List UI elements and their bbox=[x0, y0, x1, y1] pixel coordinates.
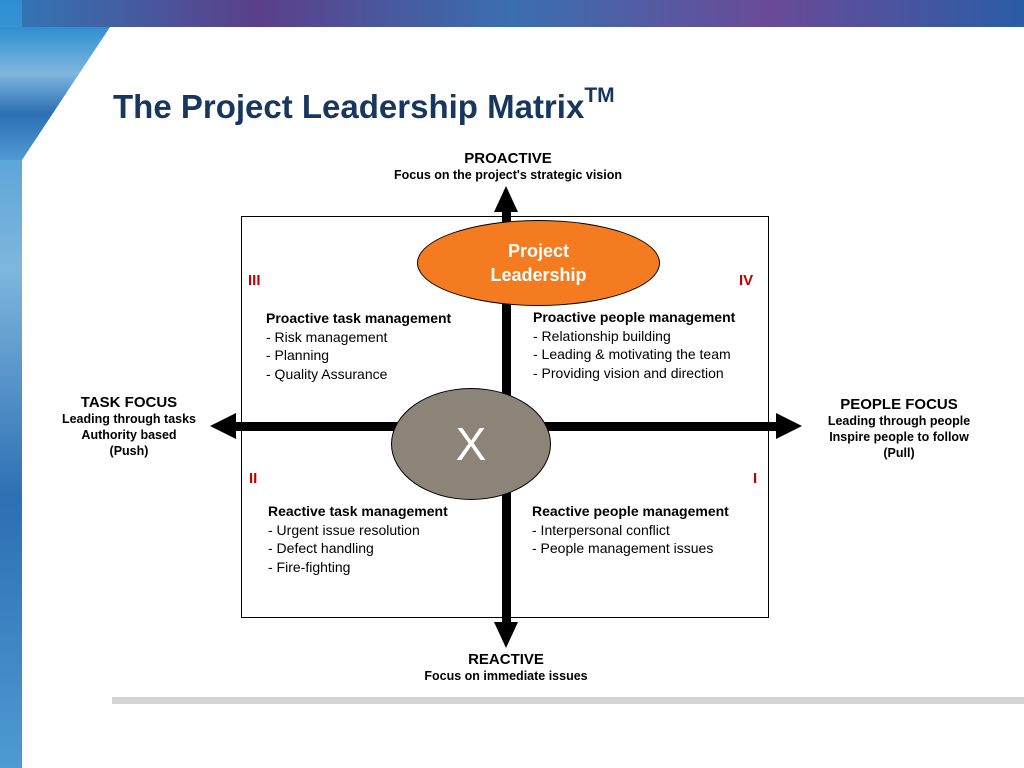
quadrant-numeral-iii: III bbox=[248, 272, 261, 289]
axis-reactive-head: REACTIVE bbox=[468, 651, 544, 668]
axis-proactive-head: PROACTIVE bbox=[464, 150, 552, 167]
quadrant-title: Proactive people management bbox=[533, 309, 736, 325]
quadrant-title: Reactive task management bbox=[268, 503, 448, 519]
axis-task-head: TASK FOCUS bbox=[80, 394, 178, 411]
slide-title: The Project Leadership MatrixTM bbox=[113, 84, 615, 126]
axis-label-proactive: PROACTIVE Focus on the project's strateg… bbox=[378, 150, 638, 183]
axis-task-sub-line: Authority based bbox=[81, 428, 177, 442]
quadrant-item: - Quality Assurance bbox=[266, 365, 388, 382]
arrow-right-head bbox=[776, 413, 802, 439]
quadrant-proactive-task: Proactive task management - Risk managem… bbox=[266, 309, 451, 383]
center-x-label: X bbox=[455, 418, 487, 470]
quadrant-proactive-people: Proactive people management - Relationsh… bbox=[533, 308, 735, 382]
quadrant-title: Reactive people management bbox=[532, 503, 729, 519]
axis-people-sub-line: Inspire people to follow bbox=[829, 430, 969, 444]
quadrant-item: - Interpersonal conflict bbox=[532, 521, 670, 538]
center-x-ellipse: X bbox=[391, 388, 551, 500]
axis-reactive-sub: Focus on immediate issues bbox=[424, 669, 588, 683]
quadrant-numeral-ii: II bbox=[249, 470, 258, 487]
axis-people-head: PEOPLE FOCUS bbox=[840, 396, 958, 413]
axis-label-people-focus: PEOPLE FOCUS Leading through people Insp… bbox=[812, 396, 986, 461]
quadrant-item: - Risk management bbox=[266, 328, 388, 345]
project-leadership-label-line: Leadership bbox=[490, 265, 587, 285]
quadrant-item: - Urgent issue resolution bbox=[268, 521, 420, 538]
axis-proactive-sub: Focus on the project's strategic vision bbox=[393, 168, 623, 182]
arrow-down-head bbox=[494, 622, 518, 648]
quadrant-numeral-i: I bbox=[753, 470, 758, 487]
quadrant-numeral-iv: IV bbox=[739, 272, 754, 289]
axis-task-sub-line: (Push) bbox=[109, 444, 149, 458]
arrow-up-head bbox=[494, 186, 518, 212]
quadrant-item: - Relationship building bbox=[533, 327, 671, 344]
axis-task-sub-line: Leading through tasks bbox=[61, 412, 197, 426]
project-leadership-ellipse: Project Leadership bbox=[417, 220, 660, 306]
quadrant-title: Proactive task management bbox=[266, 310, 452, 326]
axis-people-sub-line: (Pull) bbox=[883, 446, 915, 460]
quadrant-item: - Fire-fighting bbox=[268, 558, 351, 575]
arrow-left-head bbox=[210, 413, 236, 439]
project-leadership-label-line: Project bbox=[507, 241, 570, 261]
quadrant-reactive-people: Reactive people management - Interperson… bbox=[532, 502, 729, 558]
bottom-divider bbox=[112, 697, 1024, 704]
quadrant-item: - People management issues bbox=[532, 540, 714, 556]
quadrant-item: - Providing vision and direction bbox=[533, 364, 724, 381]
trademark-mark: TM bbox=[584, 84, 615, 107]
axis-label-task-focus: TASK FOCUS Leading through tasks Authori… bbox=[48, 394, 210, 459]
slide-title-text: The Project Leadership Matrix bbox=[113, 88, 585, 125]
quadrant-item: - Defect handling bbox=[268, 540, 374, 556]
quadrant-reactive-task: Reactive task management - Urgent issue … bbox=[268, 502, 448, 576]
quadrant-item: - Leading & motivating the team bbox=[533, 346, 731, 362]
axis-label-reactive: REACTIVE Focus on immediate issues bbox=[386, 651, 626, 684]
quadrant-item: - Planning bbox=[266, 347, 330, 363]
axis-people-sub-line: Leading through people bbox=[827, 414, 971, 428]
